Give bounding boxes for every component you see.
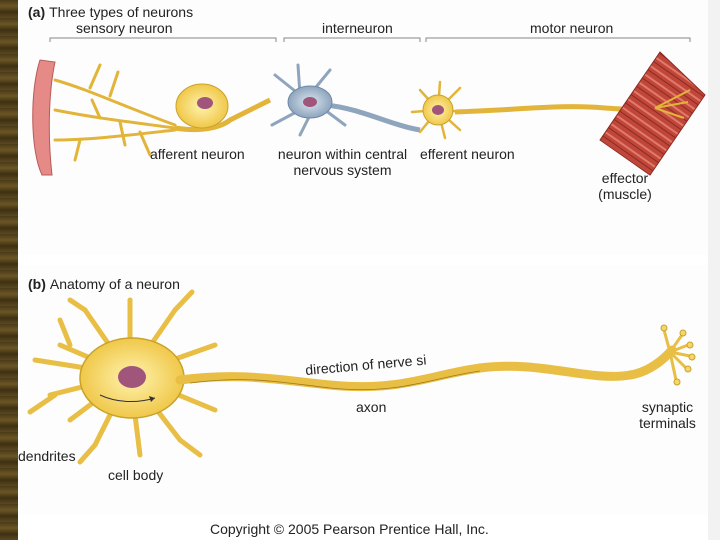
skin-receptor: [32, 59, 56, 176]
label-cns-line2: nervous system: [293, 162, 392, 178]
panel-a-background: [18, 0, 708, 255]
interneuron-axon: [324, 102, 421, 133]
slide-frame-left: [0, 0, 18, 540]
label-sensory-neuron: sensory neuron: [76, 20, 173, 36]
muscle-effector: [599, 51, 706, 176]
panel-b-title: (b)Anatomy of a neuron: [28, 276, 180, 292]
label-effector: effector (muscle): [590, 170, 660, 202]
label-axon: axon: [356, 399, 387, 415]
motor-nucleus: [432, 105, 444, 115]
panel-b-letter: (b): [28, 276, 46, 292]
label-synaptic-terminals: synaptic terminals: [630, 399, 705, 431]
label-afferent-neuron: afferent neuron: [150, 146, 245, 162]
sensory-axon: [174, 97, 272, 133]
section-brackets: [49, 37, 691, 42]
b-axon: [175, 345, 677, 392]
panel-a-letter: (a): [28, 4, 46, 20]
motor-terminals: [654, 89, 691, 119]
slide-frame-right: [708, 0, 720, 540]
panel-a-title: (a)Three types of neurons: [28, 4, 193, 20]
label-cell-body: cell body: [108, 467, 164, 483]
label-dendrites: dendrites: [18, 448, 76, 464]
label-cns-neuron: neuron within central nervous system: [265, 146, 420, 178]
b-terminal-knobs: [660, 324, 696, 386]
label-synaptic-line1: synaptic: [641, 399, 694, 415]
label-effector-line1: effector: [601, 170, 649, 186]
panel-a-title-text: Three types of neurons: [49, 4, 194, 20]
label-synaptic-line2: terminals: [639, 415, 696, 431]
copyright-text: Copyright © 2005 Pearson Prentice Hall, …: [210, 521, 489, 537]
label-cns-line1: neuron within central: [277, 146, 408, 162]
label-interneuron: interneuron: [322, 20, 393, 36]
b-synaptic-terminals: [662, 328, 692, 382]
sensory-dendrites: [53, 63, 177, 162]
label-motor-neuron: motor neuron: [530, 20, 614, 36]
panel-b-title-text: Anatomy of a neuron: [49, 276, 180, 292]
signal-arrow: [99, 394, 156, 403]
b-nucleus: [118, 366, 146, 388]
label-effector-line2: (muscle): [598, 186, 652, 202]
label-efferent-neuron: efferent neuron: [420, 146, 515, 162]
interneuron-nucleus: [303, 97, 317, 107]
sensory-nucleus: [197, 97, 213, 109]
